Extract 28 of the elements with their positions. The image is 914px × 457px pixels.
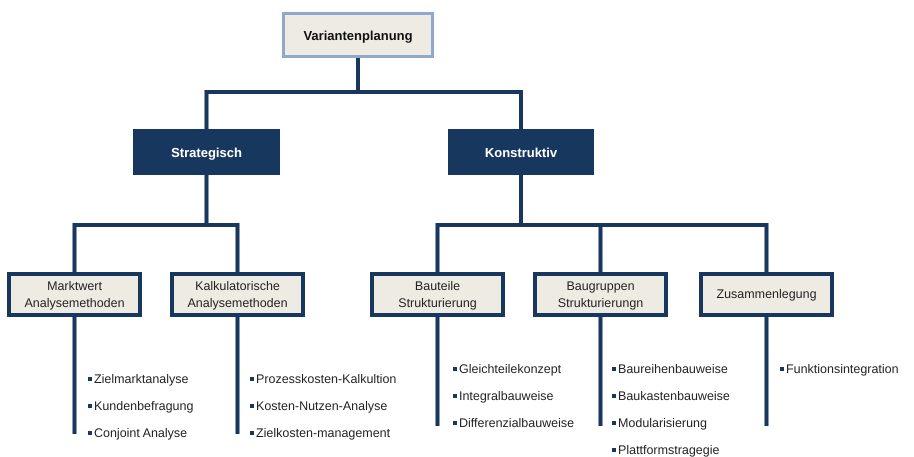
bullet-item: Kosten-Nutzen-Analyse [250, 399, 388, 413]
category-box: Strategisch [133, 129, 280, 175]
bullet-item: Prozesskosten-Kalkultion [250, 372, 396, 386]
bullet-item: Zielkosten-management [250, 426, 390, 440]
connector-line [72, 317, 76, 434]
category-box: Konstruktiv [448, 129, 594, 175]
bullet-item: Conjoint Analyse [88, 426, 188, 440]
bullet-item: Differenzialbauweise [453, 416, 574, 430]
method-box: Bauteile Strukturierung [370, 272, 505, 317]
connector-line [764, 317, 768, 426]
connector-line [598, 317, 602, 426]
method-box: Baugruppen Strukturierungn [533, 272, 668, 317]
bullet-item: Zielmarktanalyse [88, 372, 188, 386]
bullet-item: Baukastenbauweise [612, 389, 730, 403]
root-box: Variantenplanung [282, 12, 434, 58]
bullet-item: Gleichteilekonzept [453, 362, 562, 376]
method-box: Kalkulatorische Analysemethoden [170, 272, 305, 317]
bullet-item: Funktionsintegration [780, 362, 899, 376]
bullet-item: Integralbauweise [453, 389, 554, 403]
connector-line [519, 175, 768, 272]
method-box: Marktwert Analysemethoden [7, 272, 142, 317]
bullet-item: Kundenbefragung [88, 399, 194, 413]
bullet-item: Plattformstragegie [612, 443, 720, 457]
method-box: Zusammenlegung [699, 272, 834, 317]
bullet-item: Modularisierung [612, 416, 707, 430]
connector-line [236, 317, 240, 434]
bullet-item: Baureihenbauweise [612, 362, 728, 376]
connector-line [436, 317, 440, 426]
